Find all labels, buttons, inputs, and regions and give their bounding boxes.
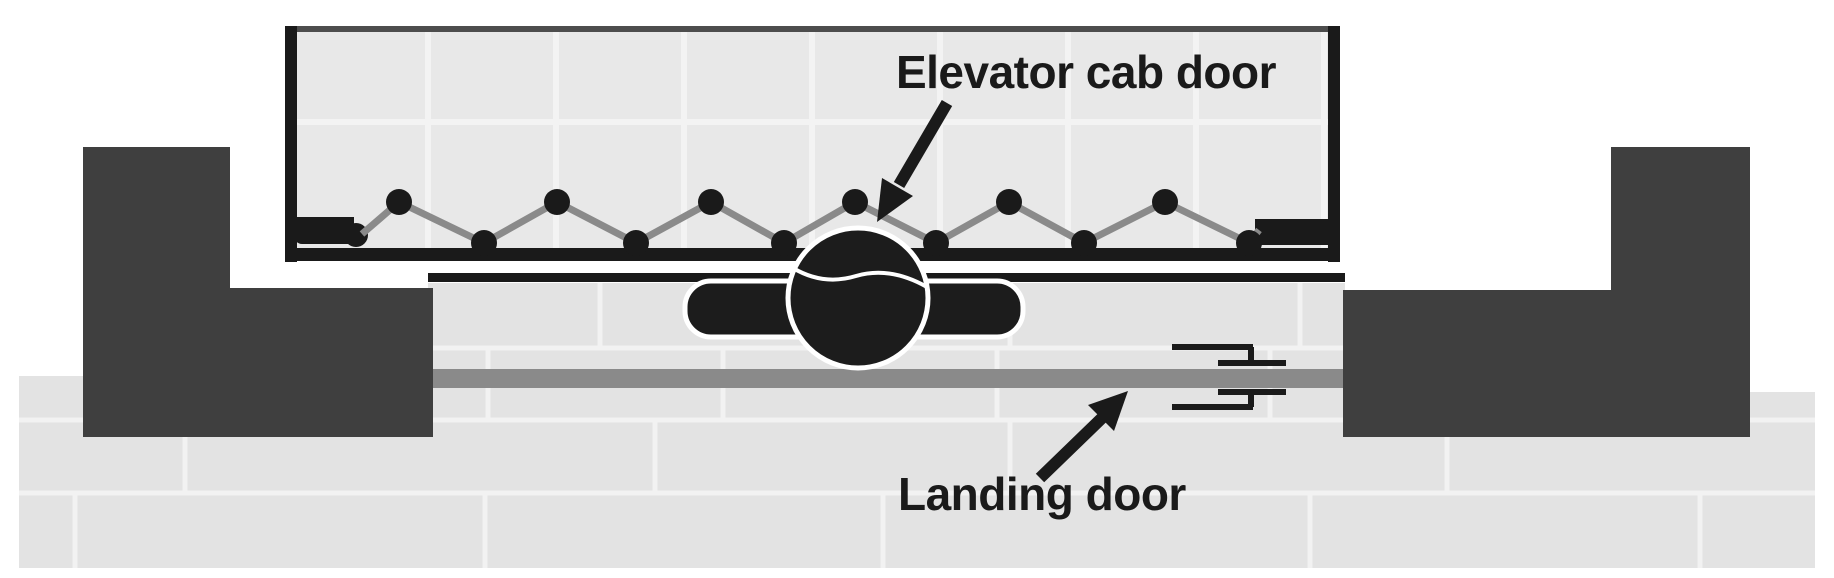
person-top-view [682,225,1026,371]
person-head [785,225,931,371]
right-wall-jamb [1343,147,1750,437]
cab-door-arrowhead [877,178,913,222]
left-wall-jamb [83,147,433,437]
entrance-walls [83,147,1750,437]
right-door-pocket [1255,219,1338,245]
cab-door-arrow-shaft [893,99,953,189]
cab-left-border [285,26,297,262]
cab-door-pockets [294,217,1338,247]
cab-door-callout-arrow [877,99,953,222]
cab-floor-tile-joints [297,32,1328,248]
left-door-pocket-ledge [294,217,354,228]
left-door-pocket [294,226,358,244]
cab-door-scissor-linkage [359,198,1262,247]
landing-door-arrowhead [1088,391,1128,431]
landing-door-arrow-shaft [1035,412,1108,483]
cab-door-linkage-pivots [386,189,1262,256]
left-door-pocket-end [344,223,368,247]
landing-door-bar [428,369,1343,388]
landing-door-label: Landing door [898,468,1186,520]
cab-door-label: Elevator cab door [896,46,1277,98]
cab-top-border [285,26,1340,32]
cab-right-border [1328,26,1340,262]
landing-door-interlock-bracket [1172,344,1286,410]
person-hair-part-line [791,266,928,289]
landing-door-callout-arrow [1035,391,1128,483]
